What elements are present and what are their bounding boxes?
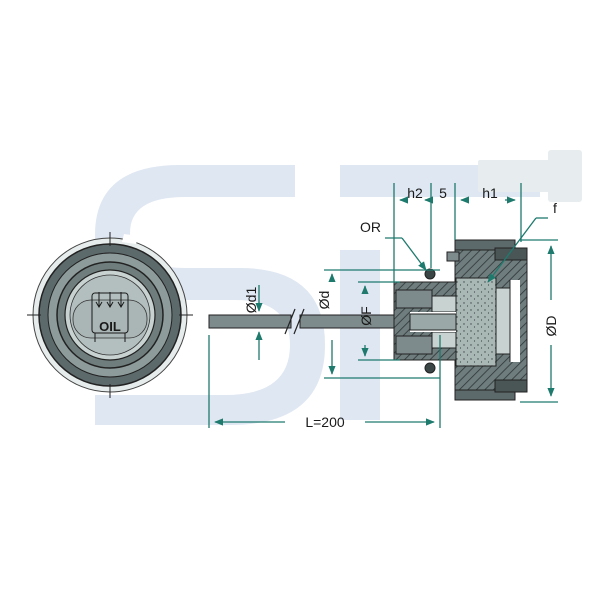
label-D: ØD bbox=[543, 316, 559, 337]
label-F: ØF bbox=[358, 306, 374, 325]
label-or: OR bbox=[360, 219, 381, 235]
label-f: f bbox=[553, 200, 557, 216]
oil-label: OIL bbox=[99, 319, 121, 334]
label-d: Ød bbox=[316, 291, 332, 310]
dimension-labels: Ød1 Ød ØF ØD L=200 h2 5 h1 OR f bbox=[243, 185, 559, 430]
cap-top-view: OIL bbox=[20, 232, 193, 398]
watermark-logo bbox=[95, 150, 582, 425]
label-length: L=200 bbox=[305, 414, 345, 430]
oil-icon bbox=[91, 292, 129, 342]
cap-section bbox=[393, 239, 528, 401]
label-h1: h1 bbox=[482, 185, 498, 201]
label-d1: Ød1 bbox=[243, 287, 259, 314]
label-5: 5 bbox=[439, 185, 447, 201]
dimension-lines bbox=[208, 183, 558, 428]
label-h2: h2 bbox=[407, 185, 423, 201]
